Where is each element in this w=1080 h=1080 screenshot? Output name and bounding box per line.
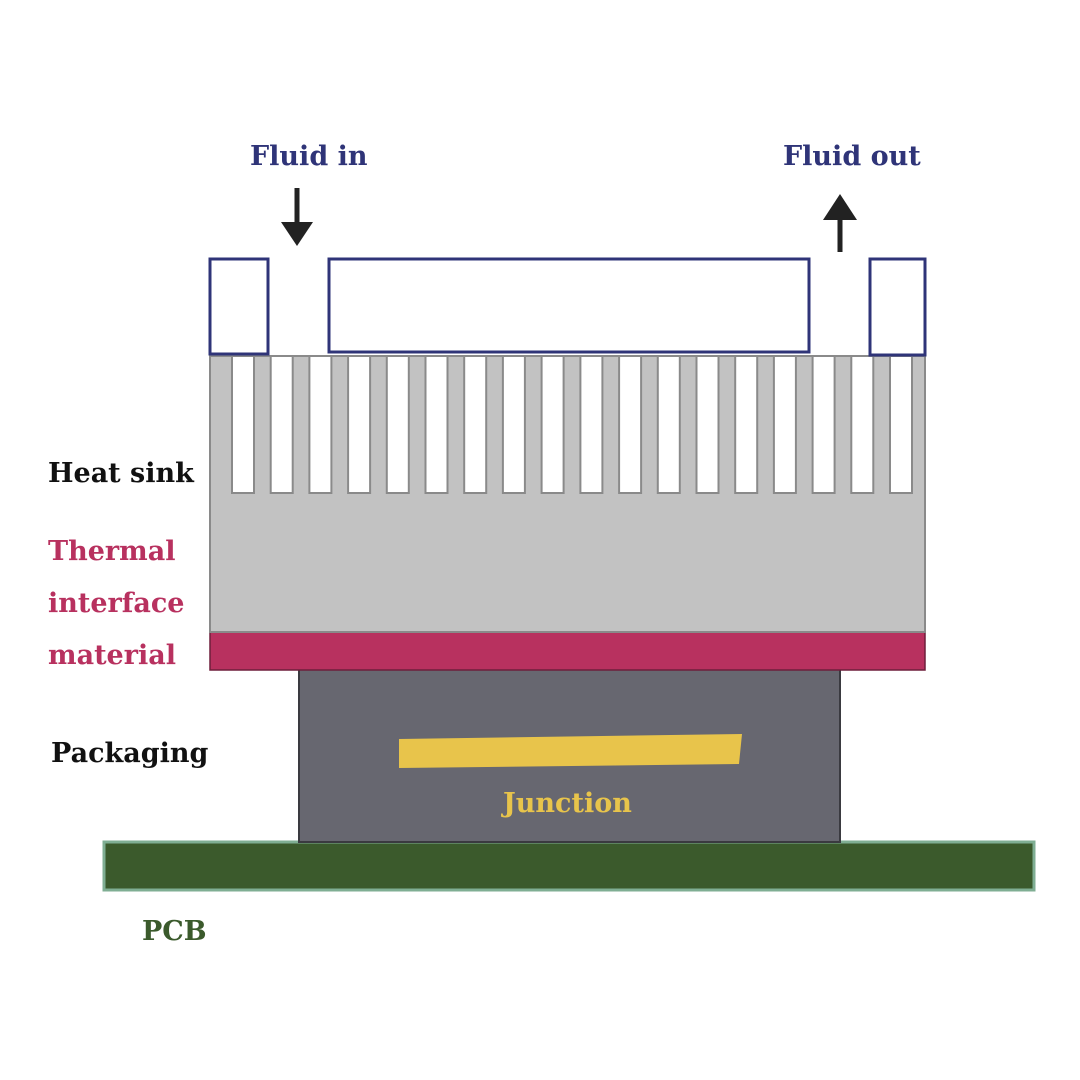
fin-channel xyxy=(656,355,681,494)
fluid-in-arrow-head xyxy=(281,222,313,246)
fin-channel xyxy=(889,355,913,494)
packaging-label: Packaging xyxy=(51,738,209,769)
fin-channel xyxy=(231,355,255,494)
pcb-label: PCB xyxy=(142,916,207,947)
fin-channel xyxy=(734,355,759,494)
fin-channel xyxy=(540,355,565,494)
fluid-out-arrow-head xyxy=(823,194,857,220)
fin-channel xyxy=(308,355,333,494)
fluid-in-label: Fluid in xyxy=(250,141,368,172)
fin-channel xyxy=(501,355,526,494)
heat-sink-fin-channels xyxy=(231,355,913,494)
heat-sink-outline xyxy=(209,355,926,633)
fin-channel xyxy=(772,355,797,494)
thermal-interface-material-label: Thermal interface material xyxy=(48,536,185,671)
fin-channel xyxy=(618,355,643,494)
manifold-right xyxy=(868,257,927,357)
arrow-down-icon xyxy=(281,188,313,246)
fin-channel xyxy=(385,355,410,494)
arrow-up-icon xyxy=(823,194,857,252)
tim-layer xyxy=(209,630,926,671)
fin-channel xyxy=(347,355,372,494)
pcb-board xyxy=(104,842,1034,890)
fin-channel xyxy=(850,355,875,494)
fin-channel xyxy=(463,355,488,494)
manifold-center xyxy=(327,257,811,354)
fin-channel xyxy=(811,355,836,494)
fin-channel xyxy=(579,355,604,494)
junction-label: Junction xyxy=(503,788,632,819)
fin-channel xyxy=(269,355,294,494)
manifold-left xyxy=(208,257,270,356)
heat-sink-label: Heat sink xyxy=(48,458,194,489)
junction-strip xyxy=(399,734,742,768)
fin-channel xyxy=(424,355,449,494)
fin-channel xyxy=(695,355,720,494)
fluid-out-label: Fluid out xyxy=(783,141,921,172)
